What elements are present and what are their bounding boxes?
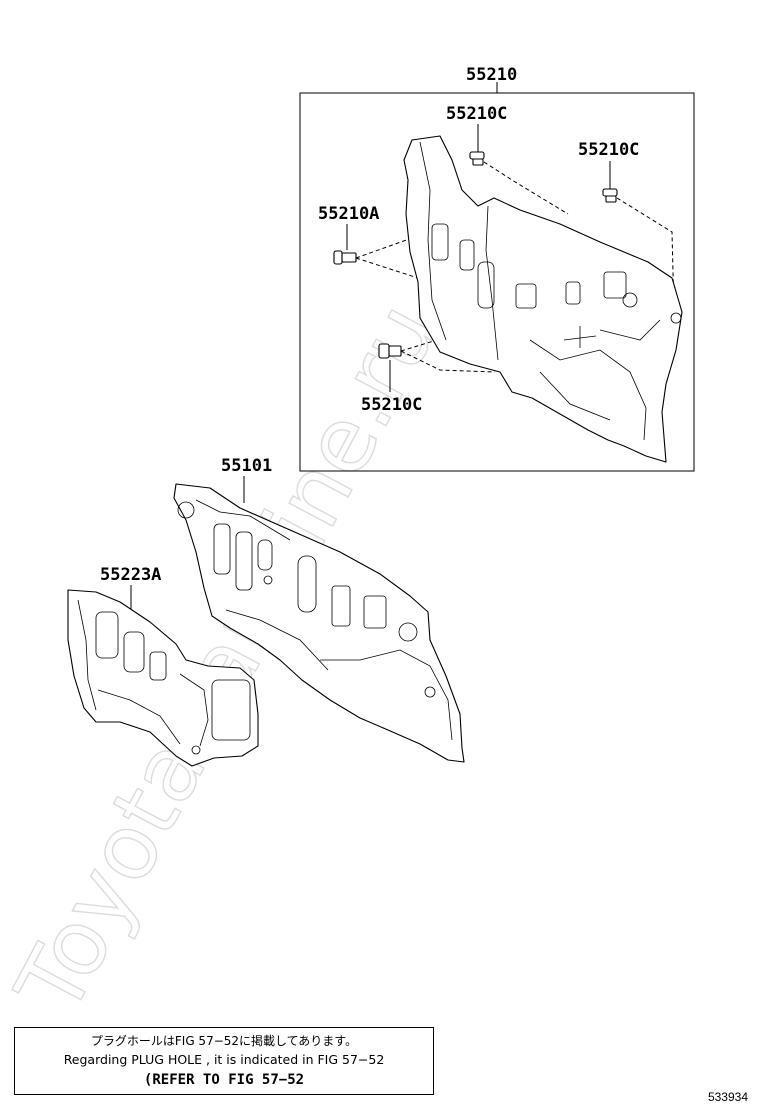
note-english: Regarding PLUG HOLE , it is indicated in… bbox=[63, 1052, 385, 1067]
callout-55210c-top: 55210C bbox=[446, 104, 507, 124]
dash-insulator-inner bbox=[67, 589, 259, 767]
dash-insulator-outer bbox=[173, 483, 465, 763]
clip-55210c-bottom bbox=[378, 343, 402, 359]
callout-55210c-bottom: 55210C bbox=[361, 395, 422, 415]
note-refer-link[interactable]: (REFER TO FIG 57−52 bbox=[143, 1072, 305, 1088]
callout-55223a: 55223A bbox=[100, 565, 161, 585]
diagram-id: 533934 bbox=[707, 1090, 748, 1104]
assembly-frame bbox=[299, 92, 695, 472]
callout-55210c-right: 55210C bbox=[578, 140, 639, 160]
callout-55101: 55101 bbox=[221, 456, 272, 476]
callout-55210: 55210 bbox=[466, 65, 517, 85]
clip-55210c-right bbox=[602, 188, 618, 203]
reference-note-box: プラグホールはFIG 57−52に掲載してあります。 Regarding PLU… bbox=[14, 1027, 434, 1095]
clip-55210a bbox=[333, 250, 357, 265]
dash-panel-assembly bbox=[403, 135, 683, 463]
callout-55210a: 55210A bbox=[318, 204, 379, 224]
note-japanese: プラグホールはFIG 57−52に掲載してあります。 bbox=[90, 1034, 358, 1048]
clip-55210c-top bbox=[469, 151, 485, 166]
